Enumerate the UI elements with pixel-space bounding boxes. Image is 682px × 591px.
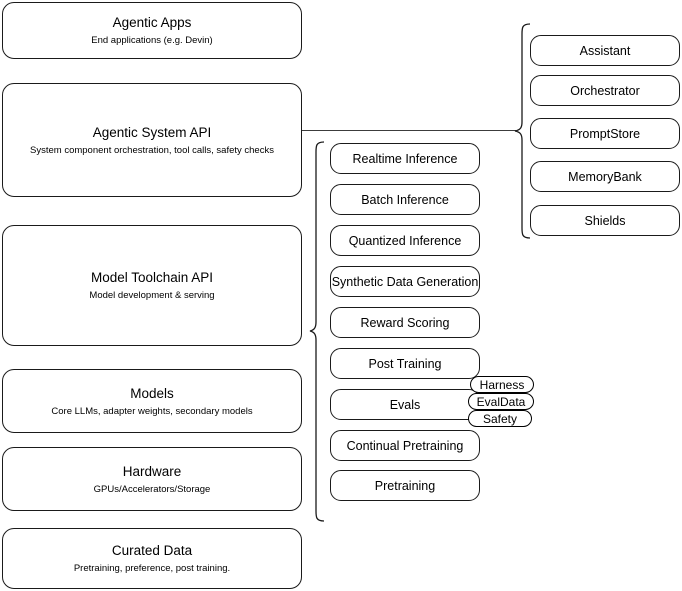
evals-tag-harness[interactable]: Harness: [470, 376, 534, 393]
layer-subtitle: System component orchestration, tool cal…: [30, 144, 274, 156]
layer-subtitle: End applications (e.g. Devin): [91, 35, 213, 46]
stack-layer-agentic-apps[interactable]: Agentic Apps End applications (e.g. Devi…: [2, 2, 302, 59]
toolchain-item-synthetic-data-generation[interactable]: Synthetic Data Generation: [330, 266, 480, 297]
evals-tag-label: Safety: [482, 411, 518, 426]
toolchain-item-label: Evals: [389, 397, 421, 412]
system-component-label: MemoryBank: [568, 169, 642, 184]
toolchain-item-reward-scoring[interactable]: Reward Scoring: [330, 307, 480, 338]
toolchain-item-continual-pretraining[interactable]: Continual Pretraining: [330, 430, 480, 461]
layer-title: Agentic Apps: [112, 15, 192, 30]
toolchain-item-quantized-inference[interactable]: Quantized Inference: [330, 225, 480, 256]
layer-subtitle: Core LLMs, adapter weights, secondary mo…: [51, 405, 253, 417]
layer-title: Hardware: [122, 463, 182, 479]
toolchain-item-evals[interactable]: Evals: [330, 389, 480, 420]
system-component-label: Orchestrator: [570, 83, 640, 98]
toolchain-item-label: Quantized Inference: [348, 233, 462, 248]
system-component-label: PromptStore: [569, 126, 641, 141]
toolchain-item-post-training[interactable]: Post Training: [330, 348, 480, 379]
toolchain-item-label: Synthetic Data Generation: [331, 274, 479, 289]
system-component-assistant[interactable]: Assistant: [530, 35, 680, 66]
system-component-promptstore[interactable]: PromptStore: [530, 118, 680, 149]
stack-layer-curated-data[interactable]: Curated Data Pretraining, preference, po…: [2, 528, 302, 589]
evals-tag-label: Harness: [479, 377, 525, 392]
evals-tag-safety[interactable]: Safety: [468, 410, 532, 427]
system-component-shields[interactable]: Shields: [530, 205, 680, 236]
brace-toolchain: [309, 141, 325, 522]
stack-layer-agentic-system-api[interactable]: Agentic System API System component orch…: [2, 83, 302, 197]
connector-system-api-to-components: [302, 130, 516, 132]
toolchain-item-label: Pretraining: [374, 478, 436, 493]
stack-layer-models[interactable]: Models Core LLMs, adapter weights, secon…: [2, 369, 302, 433]
layer-subtitle: Model development & serving: [89, 290, 215, 301]
toolchain-item-label: Continual Pretraining: [346, 438, 464, 453]
brace-system-components: [514, 23, 531, 239]
layer-title: Model Toolchain API: [90, 270, 214, 285]
toolchain-item-realtime-inference[interactable]: Realtime Inference: [330, 143, 480, 174]
system-component-label: Assistant: [579, 43, 631, 58]
evals-tag-label: EvalData: [476, 394, 526, 409]
evals-tag-evaldata[interactable]: EvalData: [468, 393, 534, 410]
system-component-orchestrator[interactable]: Orchestrator: [530, 75, 680, 106]
toolchain-item-label: Batch Inference: [361, 192, 449, 207]
system-component-label: Shields: [584, 213, 626, 228]
layer-title: Models: [130, 385, 174, 401]
toolchain-item-label: Reward Scoring: [360, 315, 450, 330]
toolchain-item-label: Post Training: [368, 356, 442, 371]
layer-title: Agentic System API: [92, 124, 212, 140]
toolchain-item-batch-inference[interactable]: Batch Inference: [330, 184, 480, 215]
toolchain-item-label: Realtime Inference: [352, 151, 458, 166]
stack-layer-hardware[interactable]: Hardware GPUs/Accelerators/Storage: [2, 447, 302, 511]
layer-subtitle: Pretraining, preference, post training.: [73, 563, 231, 574]
stack-layer-model-toolchain-api[interactable]: Model Toolchain API Model development & …: [2, 225, 302, 346]
layer-subtitle: GPUs/Accelerators/Storage: [93, 483, 211, 495]
layer-title: Curated Data: [111, 543, 193, 558]
toolchain-item-pretraining[interactable]: Pretraining: [330, 470, 480, 501]
system-component-memorybank[interactable]: MemoryBank: [530, 161, 680, 192]
